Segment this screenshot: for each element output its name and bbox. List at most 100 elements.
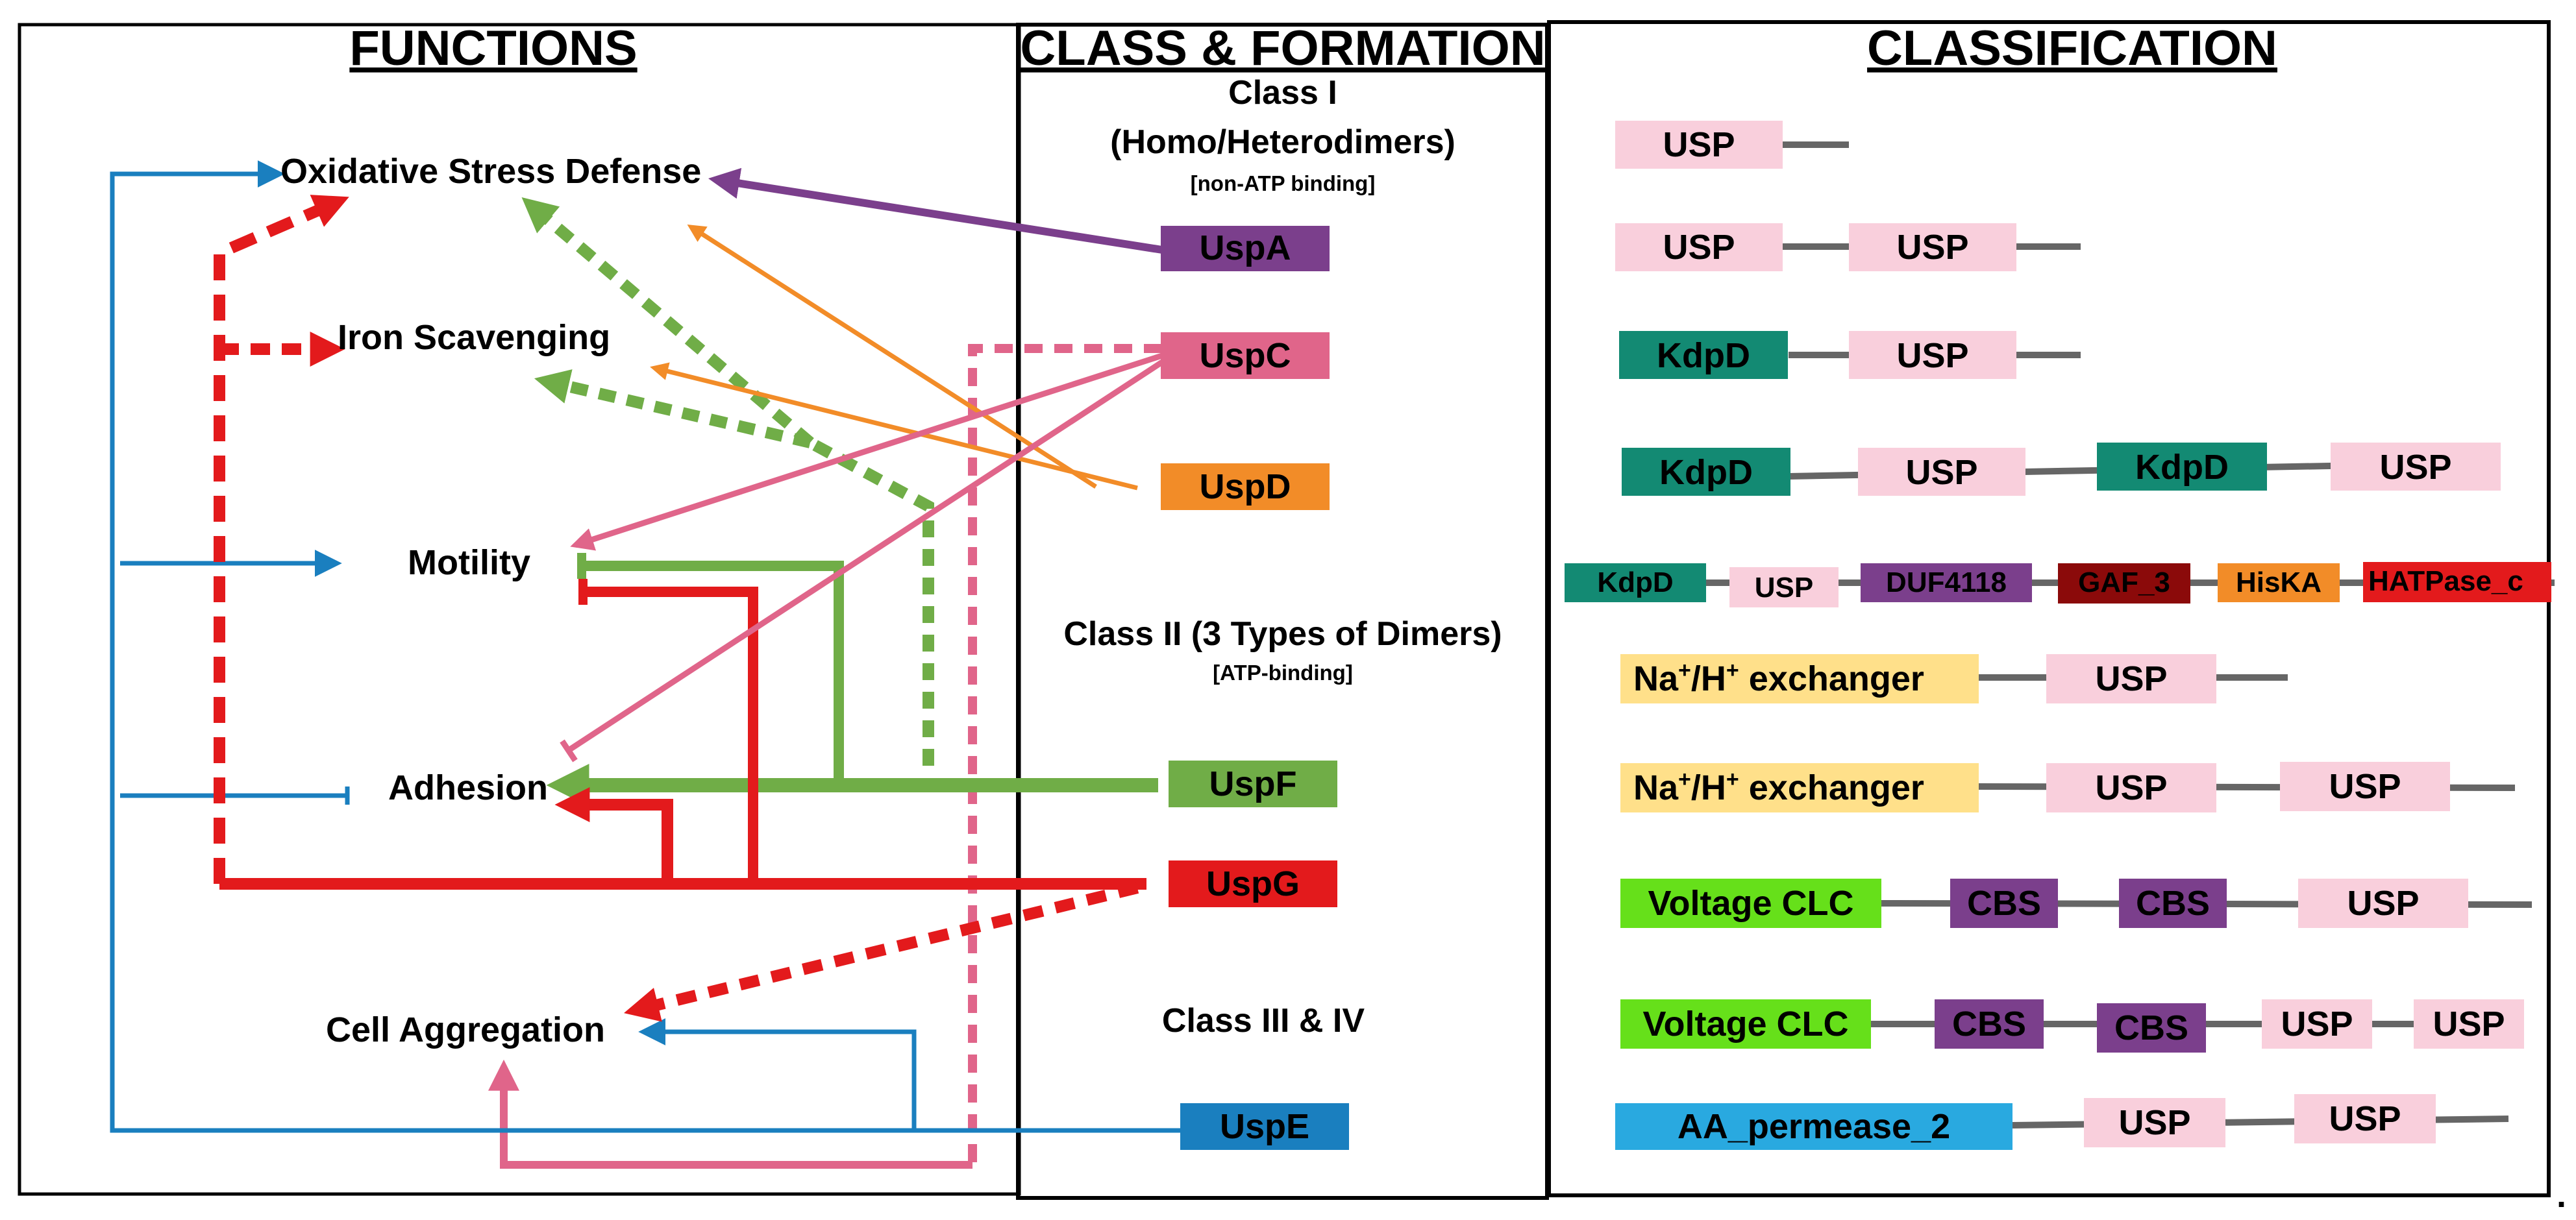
function-oxidative-stress: Oxidative Stress Defense (280, 152, 701, 191)
cbs-domain-label: CBS (1967, 884, 2041, 923)
kdpd-domain-label: KdpD (2135, 448, 2229, 487)
gaf3-domain-label: GAF_3 (2078, 567, 2170, 598)
uspc-dashed-link (968, 344, 1162, 1165)
usp-domain-label: USP (1896, 228, 1968, 267)
uspg-dashed-left (214, 195, 349, 884)
classification-title: CLASSIFICATION (1867, 21, 2277, 76)
uspf-dotted-up (807, 437, 934, 766)
usp-domain-label: USP (1663, 228, 1735, 267)
kdpd-domain-label: KdpD (1597, 567, 1673, 598)
nah-exchanger-domain (1620, 763, 1979, 812)
function-adhesion: Adhesion (388, 768, 548, 807)
trailing-mark: . (2557, 1176, 2566, 1215)
function-labels: Oxidative Stress Defense Iron Scavenging… (280, 152, 701, 1049)
nah-exchanger-label: Na+/H+ exchanger (1633, 658, 1924, 698)
usp-domain (1849, 223, 2016, 271)
aa-permease-domain (1615, 1103, 2012, 1150)
uspf-box (1169, 761, 1337, 807)
kdpd-domain-label: KdpD (1657, 336, 1750, 375)
row-1: USP (1615, 121, 1783, 169)
voltage-clc-domain (1620, 879, 1881, 928)
functions-title: FUNCTIONS (349, 21, 637, 76)
function-motility: Motility (408, 543, 530, 582)
class1-note: [non-ATP binding] (1191, 171, 1376, 195)
gaf3-domain (2058, 563, 2190, 604)
uspd-label: UspD (1199, 467, 1291, 506)
uspa-oxidative-line (708, 167, 1163, 254)
class1-title: Class I (1228, 74, 1337, 112)
kdpd-domain-label: KdpD (1659, 453, 1753, 492)
usp-domain (1729, 567, 1839, 607)
uspe-main-line (110, 160, 1180, 1133)
row-10: AA_permease_2 USP USP (1615, 1094, 2436, 1150)
usp-domain-label: USP (1663, 125, 1735, 164)
cbs-domain (1935, 999, 2044, 1049)
usp-domain (1615, 223, 1783, 271)
uspa-box (1161, 226, 1330, 271)
linkers (1706, 141, 2555, 1128)
usp-domain (2294, 1094, 2436, 1143)
uspc-aggregation-link (488, 1059, 972, 1169)
classification-panel-frame (1547, 20, 2551, 1197)
usp-domain-label: USP (2379, 448, 2451, 487)
cbs-domain (2119, 879, 2227, 928)
uspf-label: UspF (1209, 764, 1297, 803)
usp-domain-label: USP (2281, 1005, 2353, 1043)
uspf-dotted-oxidative (521, 197, 814, 447)
usp-domain-label: USP (2329, 1099, 2401, 1138)
usp-domain-label: USP (2347, 884, 2419, 923)
hiska-domain-label: HisKA (2236, 567, 2322, 598)
uspg-dashed-aggregation (624, 882, 1139, 1022)
uspd-box (1161, 463, 1330, 510)
usp-domain-label: USP (2095, 768, 2167, 807)
nah-exchanger-label: Na+/H+ exchanger (1633, 767, 1924, 807)
class1-subtitle: (Homo/Heterodimers) (1110, 123, 1455, 161)
usp-domain-label: USP (1896, 336, 1968, 375)
duf4118-domain-label: DUF4118 (1886, 567, 2007, 598)
connectors (110, 160, 1180, 1169)
row-9: Voltage CLC CBS CBS USP USP (1620, 999, 2524, 1053)
uspa-label: UspA (1199, 228, 1291, 267)
hatpase-domain-label: HATPase_c (2368, 565, 2523, 597)
uspe-aggregation-line (638, 1018, 917, 1130)
cbs-domain-label: CBS (1952, 1005, 2026, 1043)
uspe-label: UspE (1220, 1107, 1309, 1146)
nah-exchanger-domain (1620, 654, 1979, 703)
usp-domain (2046, 763, 2216, 812)
usp-domain-label: USP (2329, 767, 2401, 806)
usp-domain (2331, 443, 2501, 491)
usp-domain (2046, 654, 2216, 703)
cbs-domain-label: CBS (2136, 884, 2210, 923)
aa-permease-label: AA_permease_2 (1678, 1107, 1950, 1146)
row-5: KdpD USP DUF4118 GAF_3 HisKA HATPase_c (1565, 562, 2551, 607)
row-8: Voltage CLC CBS CBS USP (1620, 879, 2468, 928)
kdpd-domain (1565, 563, 1706, 602)
protein-boxes: UspA UspC UspD UspF UspG UspE (1161, 226, 1349, 1150)
row-2: USP USP (1615, 223, 2016, 271)
uspc-adhesion-bar (560, 739, 578, 762)
class2-note: [ATP-binding] (1213, 661, 1353, 685)
cbs-domain-label: CBS (2114, 1008, 2188, 1047)
usp-domain (1615, 121, 1783, 169)
uspc-adhesion-line (567, 360, 1164, 753)
cbs-domain (1950, 879, 2058, 928)
uspe-box (1180, 1103, 1349, 1150)
row-6: Na+/H+ exchanger USP (1620, 654, 2216, 703)
class2-title: Class II (3 Types of Dimers) (1063, 615, 1502, 653)
class-labels: Class I (Homo/Heterodimers) [non-ATP bin… (1063, 74, 1502, 1040)
usp-domain (2414, 999, 2524, 1049)
usp-domain-label: USP (1755, 572, 1813, 604)
row-4: KdpD USP KdpD USP (1622, 443, 2501, 496)
kdpd-domain (1619, 331, 1788, 379)
uspf-dotted-iron (534, 369, 812, 448)
usp-domain-label: USP (2433, 1005, 2505, 1043)
hatpase-domain (2363, 562, 2551, 602)
class3-title: Class III & IV (1162, 1002, 1365, 1040)
usp-domain-label: USP (1905, 453, 1977, 492)
uspg-motility-line (583, 587, 758, 884)
uspd-oxidative-line (687, 224, 1097, 489)
class-formation-title: CLASS & FORMATION (1020, 21, 1545, 76)
uspg-adhesion-line (554, 787, 673, 884)
uspc-motility-line (570, 352, 1163, 551)
row-3: KdpD USP (1619, 331, 2016, 379)
